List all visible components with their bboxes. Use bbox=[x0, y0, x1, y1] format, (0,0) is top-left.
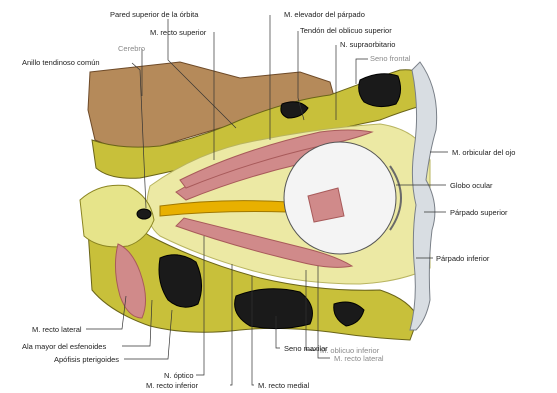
label-seno-frontal: Seno frontal bbox=[370, 54, 411, 63]
label-recto-lateral: M. recto lateral bbox=[32, 325, 82, 334]
label-anillo: Anillo tendinoso común bbox=[22, 58, 100, 67]
label-n-optico: N. óptico bbox=[164, 371, 194, 380]
label-elevador: M. elevador del párpado bbox=[284, 10, 365, 19]
label-recto-medial: M. recto medial bbox=[258, 381, 310, 390]
label-recto-inferior: M. recto inferior bbox=[146, 381, 199, 390]
label-orbicular: M. orbicular del ojo bbox=[452, 148, 515, 157]
superior-orbital-fissure bbox=[137, 209, 151, 219]
label-globo: Globo ocular bbox=[450, 181, 493, 190]
maxillary-sinus bbox=[235, 289, 313, 329]
label-apofisis: Apófisis pterigoides bbox=[54, 355, 119, 364]
label-recto-superior: M. recto superior bbox=[150, 28, 207, 37]
orbit-illustration bbox=[80, 62, 437, 340]
label-supraorbitario: N. supraorbitario bbox=[340, 40, 395, 49]
frontal-sinus bbox=[359, 74, 401, 107]
label-pared-superior: Pared superior de la órbita bbox=[110, 10, 199, 19]
label-tendon-obliquo: Tendón del oblicuo superior bbox=[300, 26, 392, 35]
label-parpado-inferior: Párpado inferior bbox=[436, 254, 490, 263]
label-cerebro: Cerebro bbox=[118, 44, 145, 53]
label-ala-mayor: Ala mayor del esfenoides bbox=[22, 342, 106, 351]
label-recto-lateral-2: M. recto lateral bbox=[334, 354, 384, 363]
label-seno-maxilar: Seno maxilar bbox=[284, 344, 328, 353]
label-parpado-superior: Párpado superior bbox=[450, 208, 508, 217]
